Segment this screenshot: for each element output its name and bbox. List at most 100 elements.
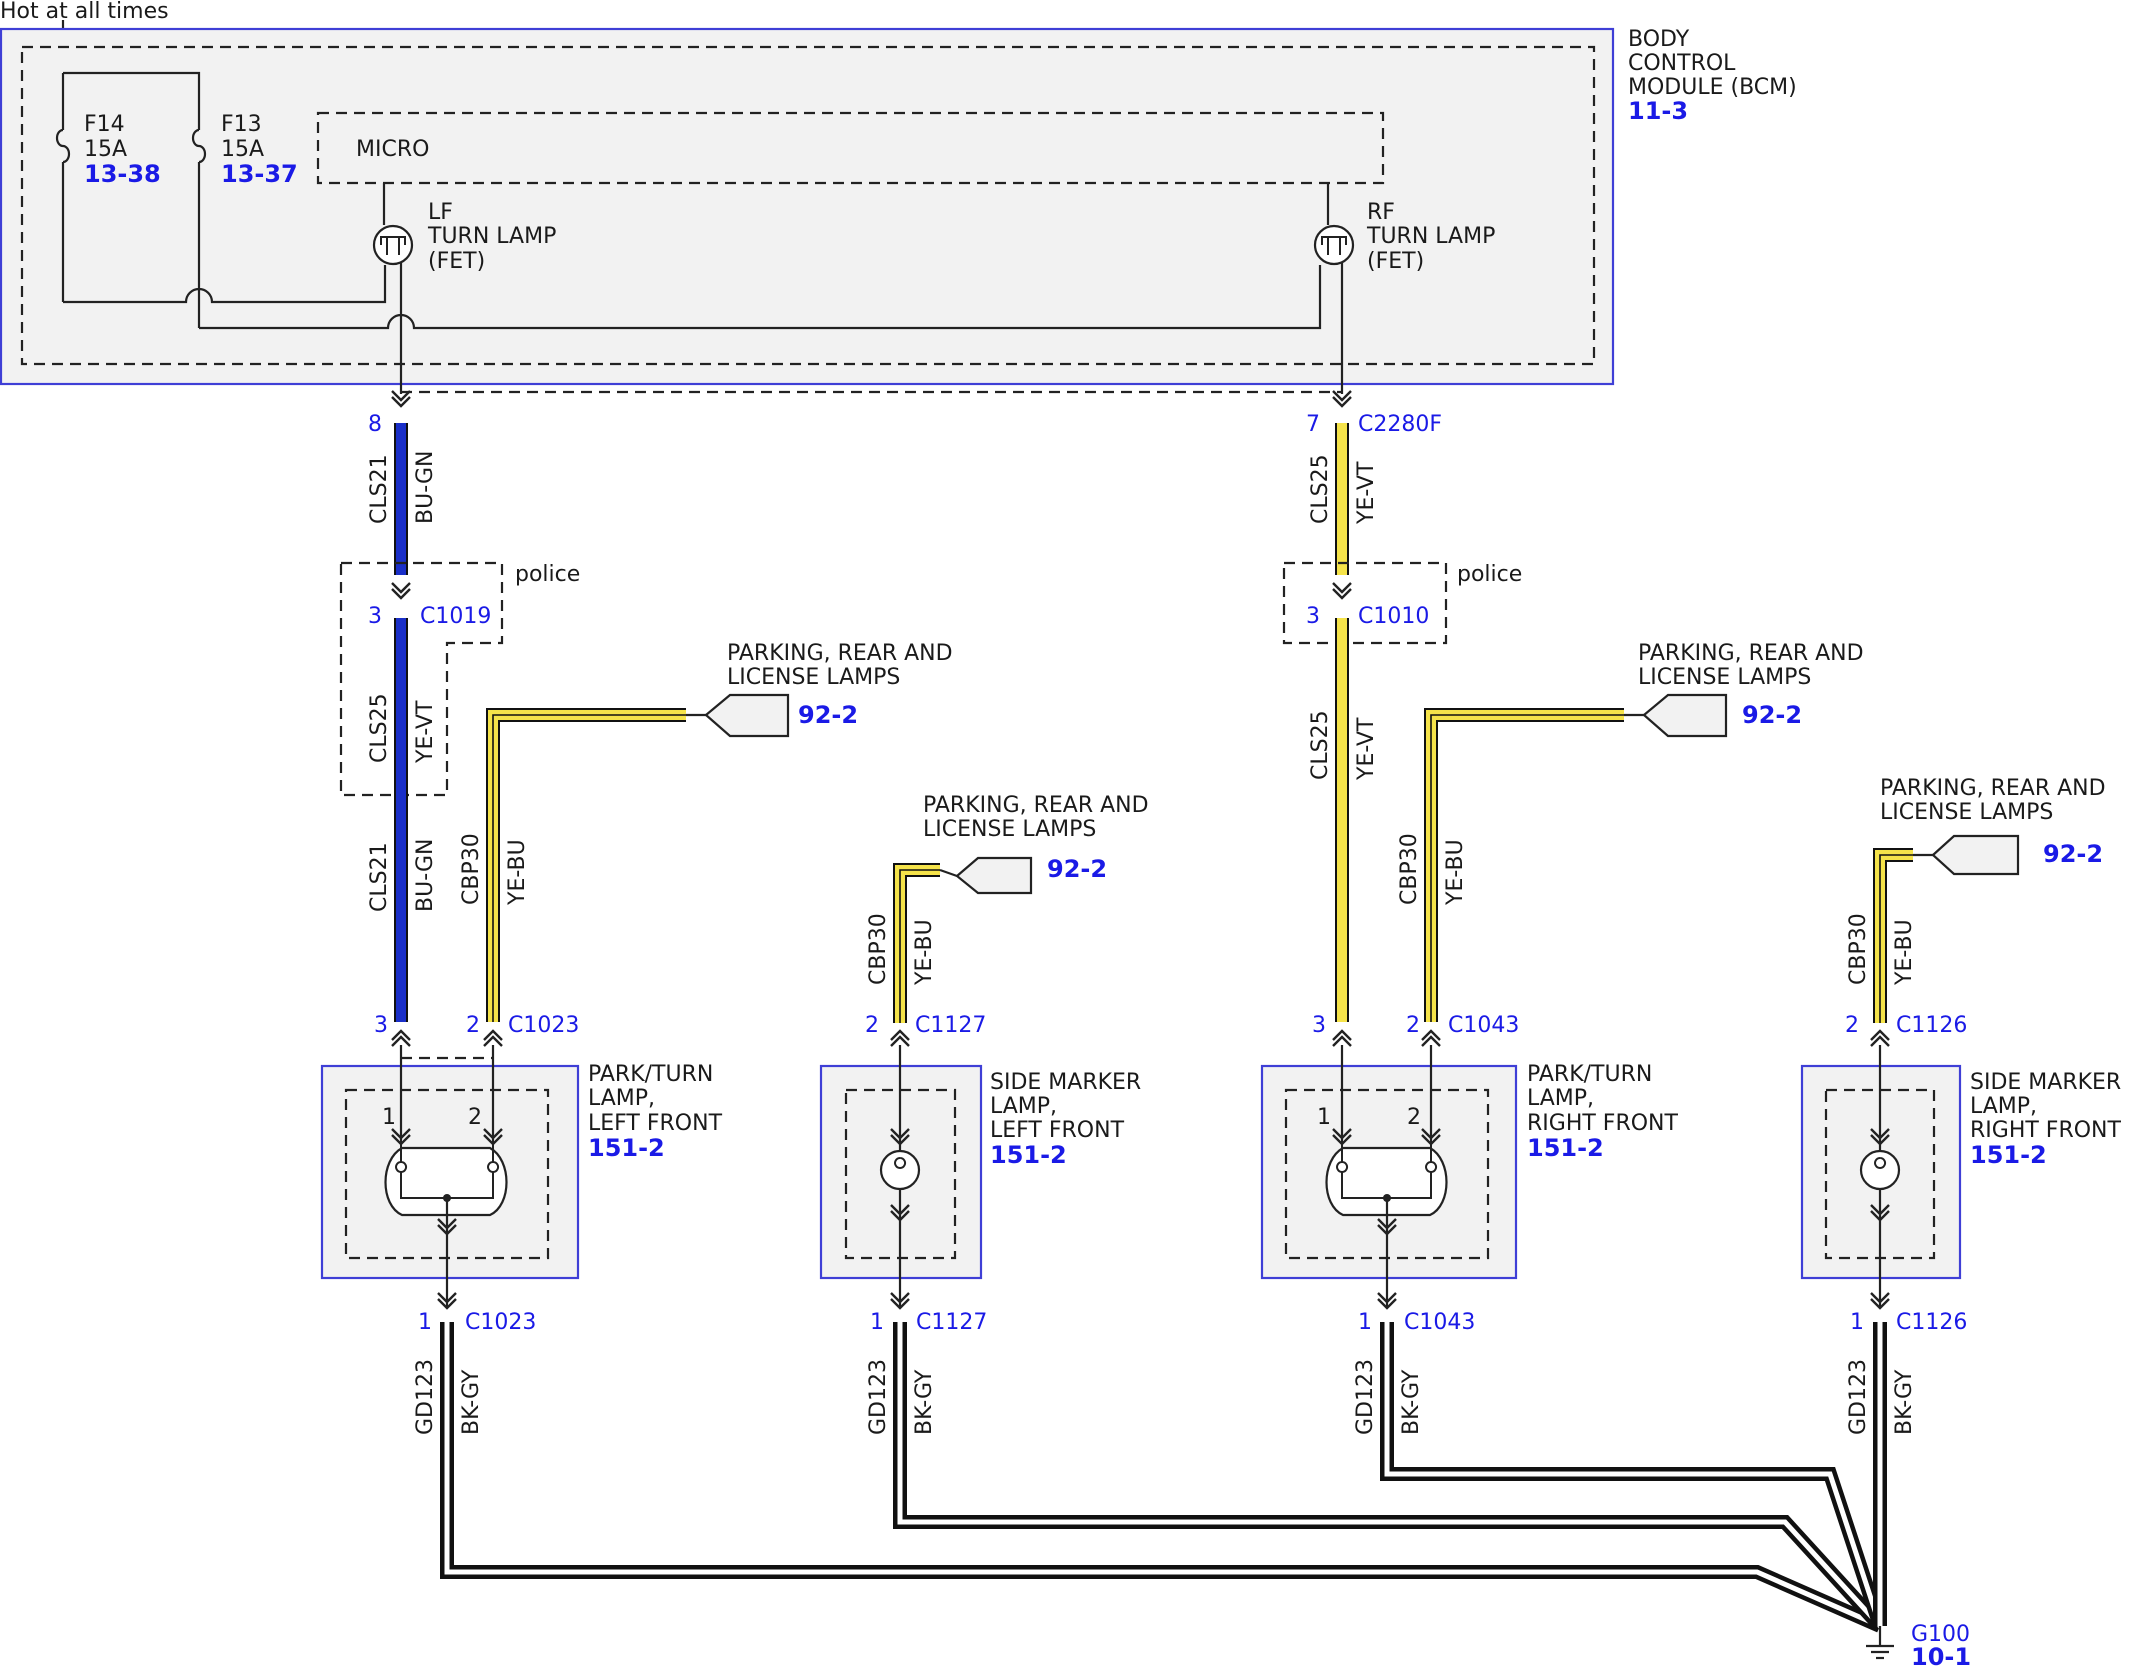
- c1127-top-pin: 2: [865, 1013, 879, 1038]
- ground-ref-link[interactable]: 10-1: [1911, 1643, 1971, 1667]
- c2280f-pin-8: 8: [368, 412, 382, 437]
- c1126-top-label: C1126: [1896, 1013, 1967, 1038]
- power-note: Hot at all times: [0, 0, 169, 24]
- cls21-lower-circuit: CLS21: [367, 842, 392, 912]
- c1023-bot-label: C1023: [465, 1310, 536, 1335]
- svg-text:15A: 15A: [221, 137, 264, 162]
- rf-fet-icon: [1313, 224, 1355, 266]
- svg-text:(FET): (FET): [428, 249, 485, 274]
- svg-text:RIGHT FRONT: RIGHT FRONT: [1527, 1111, 1679, 1136]
- rf-fet-label: RF TURN LAMP (FET): [1366, 200, 1495, 274]
- rf-side-label: SIDE MARKER LAMP, RIGHT FRONT 151-2: [1970, 1070, 2122, 1169]
- c1010-police-label: police: [1457, 562, 1522, 587]
- c1043-bot-pin: 1: [1358, 1310, 1372, 1335]
- c1126-top-pin: 2: [1845, 1013, 1859, 1038]
- micro-label: MICRO: [356, 137, 429, 162]
- c1043-bot-label: C1043: [1404, 1310, 1475, 1335]
- parking-ref-label-1: PARKING, REAR AND LICENSE LAMPS 92-2: [727, 641, 953, 729]
- svg-text:LAMP,: LAMP,: [990, 1094, 1057, 1119]
- lf-park-pin-1: 1: [382, 1105, 396, 1130]
- svg-text:BODY: BODY: [1628, 27, 1690, 52]
- svg-text:(FET): (FET): [1367, 249, 1424, 274]
- svg-text:15A: 15A: [84, 137, 127, 162]
- rf-park-label: PARK/TURN LAMP, RIGHT FRONT 151-2: [1527, 1062, 1679, 1162]
- svg-text:13-37: 13-37: [221, 160, 298, 188]
- bcm-inner-dashed: [20, 45, 1596, 366]
- rf-side-ref-link[interactable]: 151-2: [1970, 1141, 2047, 1169]
- gd123-rf-park-color: BK-GY: [1399, 1369, 1424, 1435]
- wire-cbp30-rf-park: [1424, 708, 1624, 1022]
- lf-side-ref-link[interactable]: 151-2: [990, 1141, 1067, 1169]
- parking-ref-label-3: PARKING, REAR AND LICENSE LAMPS 92-2: [1638, 641, 1864, 729]
- parking-ref-label-4: PARKING, REAR AND LICENSE LAMPS 92-2: [1880, 776, 2106, 868]
- c1127-pin-icon: [889, 1029, 911, 1048]
- parking-ref-connector-3: [1642, 693, 1728, 738]
- c1019-pin: 3: [368, 604, 382, 629]
- lf-park-ref-link[interactable]: 151-2: [588, 1134, 665, 1162]
- lf-park-label: PARK/TURN LAMP, LEFT FRONT 151-2: [588, 1062, 723, 1162]
- cls25-left-color: YE-VT: [413, 700, 438, 764]
- ground-wires: [440, 1322, 1887, 1633]
- svg-text:TURN LAMP: TURN LAMP: [427, 224, 556, 249]
- ground-icon: [1866, 1626, 1894, 1660]
- svg-text:MODULE (BCM): MODULE (BCM): [1628, 75, 1797, 100]
- fuse-f13-icon: [191, 128, 207, 164]
- c1043-pin-3-icon: [1331, 1029, 1353, 1048]
- cbp30-lf-park-circuit: CBP30: [459, 833, 484, 905]
- gd123-lf-side-circuit: GD123: [866, 1359, 891, 1435]
- c1010-police-box: [1282, 561, 1448, 645]
- micro-box: [316, 111, 1385, 185]
- c1010-pin: 3: [1306, 604, 1320, 629]
- c1043-pin-2-icon: [1420, 1029, 1442, 1048]
- parking-ref-connector-4: [1931, 834, 2020, 876]
- parking-ref-connector-1: [704, 693, 790, 738]
- c1010-pin-icon: [1331, 581, 1353, 600]
- c2280f-pin-7: 7: [1306, 412, 1320, 437]
- fuse-f13-label: F13 15A 13-37: [221, 112, 298, 188]
- c1023-pin-3-icon: [390, 1029, 412, 1048]
- svg-text:PARK/TURN: PARK/TURN: [1527, 1062, 1652, 1087]
- gd123-lf-park-circuit: GD123: [413, 1359, 438, 1435]
- wire-cbp30-lf-side: [893, 863, 940, 1023]
- bcm-internal-wiring: [55, 71, 1344, 394]
- svg-text:LICENSE LAMPS: LICENSE LAMPS: [727, 665, 900, 690]
- svg-text:TURN LAMP: TURN LAMP: [1366, 224, 1495, 249]
- parking-ref-link-1[interactable]: 92-2: [798, 701, 858, 729]
- cls25-rf-upper-circuit: CLS25: [1308, 454, 1333, 524]
- svg-text:LAMP,: LAMP,: [588, 1086, 655, 1111]
- bcm-page-ref: 11-3: [1628, 97, 1688, 125]
- parking-ref-link-3[interactable]: 92-2: [1742, 701, 1802, 729]
- svg-text:13-38: 13-38: [84, 160, 161, 188]
- lf-side-label: SIDE MARKER LAMP, LEFT FRONT 151-2: [990, 1070, 1141, 1169]
- wire-cbp30-rf-side: [1873, 848, 1913, 1023]
- svg-text:PARKING, REAR AND: PARKING, REAR AND: [727, 641, 953, 666]
- svg-text:PARKING, REAR AND: PARKING, REAR AND: [1638, 641, 1864, 666]
- c1126-pin-icon: [1869, 1029, 1891, 1048]
- c1043-top-label: C1043: [1448, 1013, 1519, 1038]
- gd123-rf-side-color: BK-GY: [1892, 1369, 1917, 1435]
- svg-text:LEFT FRONT: LEFT FRONT: [990, 1118, 1125, 1143]
- gd123-rf-side-circuit: GD123: [1846, 1359, 1871, 1435]
- gd123-lf-park-color: BK-GY: [459, 1369, 484, 1435]
- parking-ref-link-2[interactable]: 92-2: [1047, 855, 1107, 883]
- cls25-rf-lower-color: YE-VT: [1354, 717, 1379, 781]
- cbp30-rf-side-color: YE-BU: [1892, 919, 1917, 986]
- rf-park-ref-link[interactable]: 151-2: [1527, 1134, 1604, 1162]
- fuse-f14-label: F14 15A 13-38: [84, 112, 161, 188]
- parking-ref-link-4[interactable]: 92-2: [2043, 840, 2103, 868]
- cbp30-rf-park-circuit: CBP30: [1397, 833, 1422, 905]
- c1010-label: C1010: [1358, 604, 1429, 629]
- svg-text:LF: LF: [428, 200, 453, 225]
- svg-text:F14: F14: [84, 112, 125, 137]
- bcm-label: BODY CONTROL MODULE (BCM) 11-3: [1628, 27, 1797, 125]
- c1043-top-pin-2: 2: [1406, 1013, 1420, 1038]
- c1126-bot-label: C1126: [1896, 1310, 1967, 1335]
- cbp30-lf-side-circuit: CBP30: [866, 913, 891, 985]
- lf-side-marker-lamp: [819, 1045, 983, 1308]
- rf-park-turn-lamp: 1 2: [1260, 1045, 1518, 1308]
- cbp30-lf-side-color: YE-BU: [912, 919, 937, 986]
- c1023-top-label: C1023: [508, 1013, 579, 1038]
- c2280f-label: C2280F: [1358, 412, 1442, 437]
- cls21-upper-circuit: CLS21: [367, 454, 392, 524]
- parking-ref-label-2: PARKING, REAR AND LICENSE LAMPS 92-2: [923, 793, 1149, 883]
